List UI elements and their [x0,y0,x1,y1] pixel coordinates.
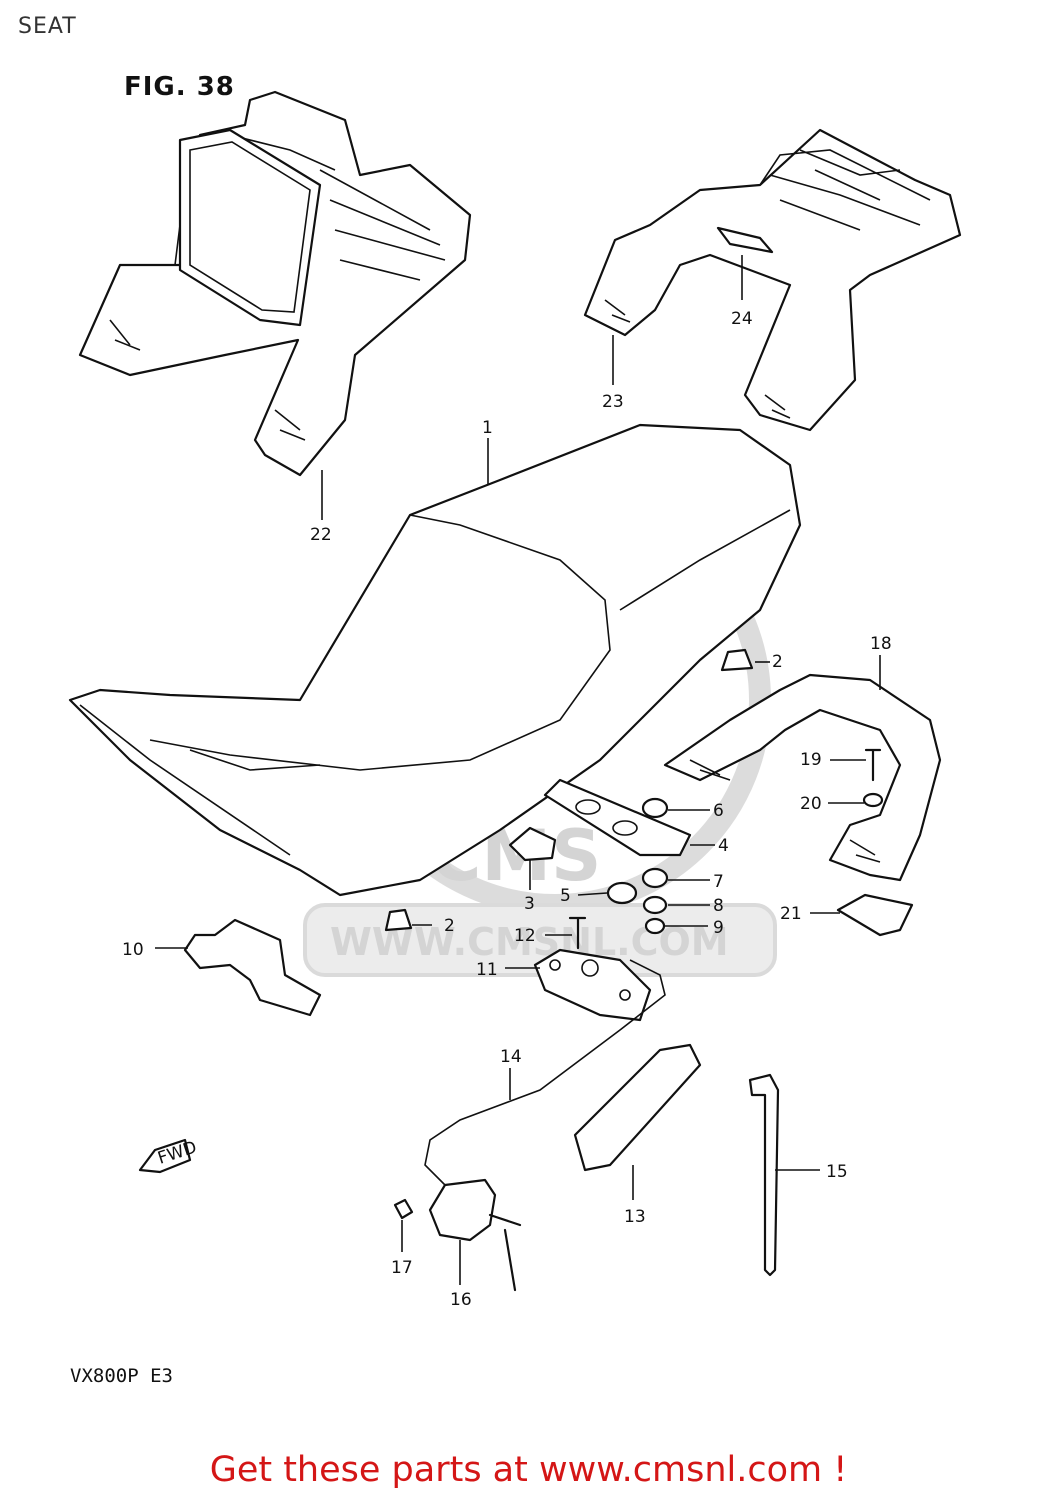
damper-5 [606,881,638,905]
switch-3 [508,826,557,862]
plate-21 [836,893,914,937]
bolt-17 [393,1198,414,1220]
callout-24: 24 [731,309,753,329]
figure-title: FIG. 38 [124,72,235,102]
rear-grip [663,673,942,882]
tie-15 [748,1073,780,1277]
footer-link-text[interactable]: Get these parts at www.cmsnl.com ! [209,1450,848,1490]
callout-15: 15 [826,1162,848,1182]
callout-21: 21 [780,904,802,924]
callout-19: 19 [800,750,822,770]
callout-18: 18 [870,634,892,654]
callout-23: 23 [602,392,624,412]
seat-latch [533,948,652,1022]
rear-carrier [583,128,962,432]
callout-3: 3 [524,894,535,914]
cushion-2a [720,648,754,672]
backrest-carrier [78,90,472,477]
callout-11: 11 [476,960,498,980]
cushion-2b [384,908,413,932]
callout-20: 20 [800,794,822,814]
seat-lock [428,1178,522,1292]
callout-1: 1 [482,418,493,438]
callout-6: 6 [713,801,724,821]
hinge-plate [543,778,692,857]
callout-10: 10 [122,940,144,960]
callout-4: 4 [718,836,729,856]
screw-12 [568,916,587,950]
callouts: 1 2 2 3 4 5 6 7 8 9 10 11 12 13 14 15 16… [122,309,892,1310]
holder-13 [573,1043,702,1172]
callout-2b: 2 [444,916,455,936]
bracket-10 [183,918,322,1017]
fwd-arrow: FWD [138,1137,199,1174]
washer-20 [862,792,884,808]
nut-9 [644,917,666,935]
callout-2a: 2 [772,652,783,672]
callout-8: 8 [713,896,724,916]
washer-8 [642,895,668,915]
seat [68,423,802,897]
callout-22: 22 [310,525,332,545]
cushion-6 [641,797,669,819]
callout-17: 17 [391,1258,413,1278]
callout-5: 5 [560,886,571,906]
page-title: SEAT [18,14,77,39]
callout-14: 14 [500,1047,522,1067]
callout-16: 16 [450,1290,472,1310]
bolt-19 [864,748,882,782]
callout-12: 12 [514,926,536,946]
callout-9: 9 [713,918,724,938]
leader-lines [155,255,881,1285]
model-label: VX800P E3 [70,1365,173,1387]
callout-7: 7 [713,872,724,892]
callout-13: 13 [624,1207,646,1227]
cable-14 [424,959,666,1186]
cushion-7 [641,867,669,889]
